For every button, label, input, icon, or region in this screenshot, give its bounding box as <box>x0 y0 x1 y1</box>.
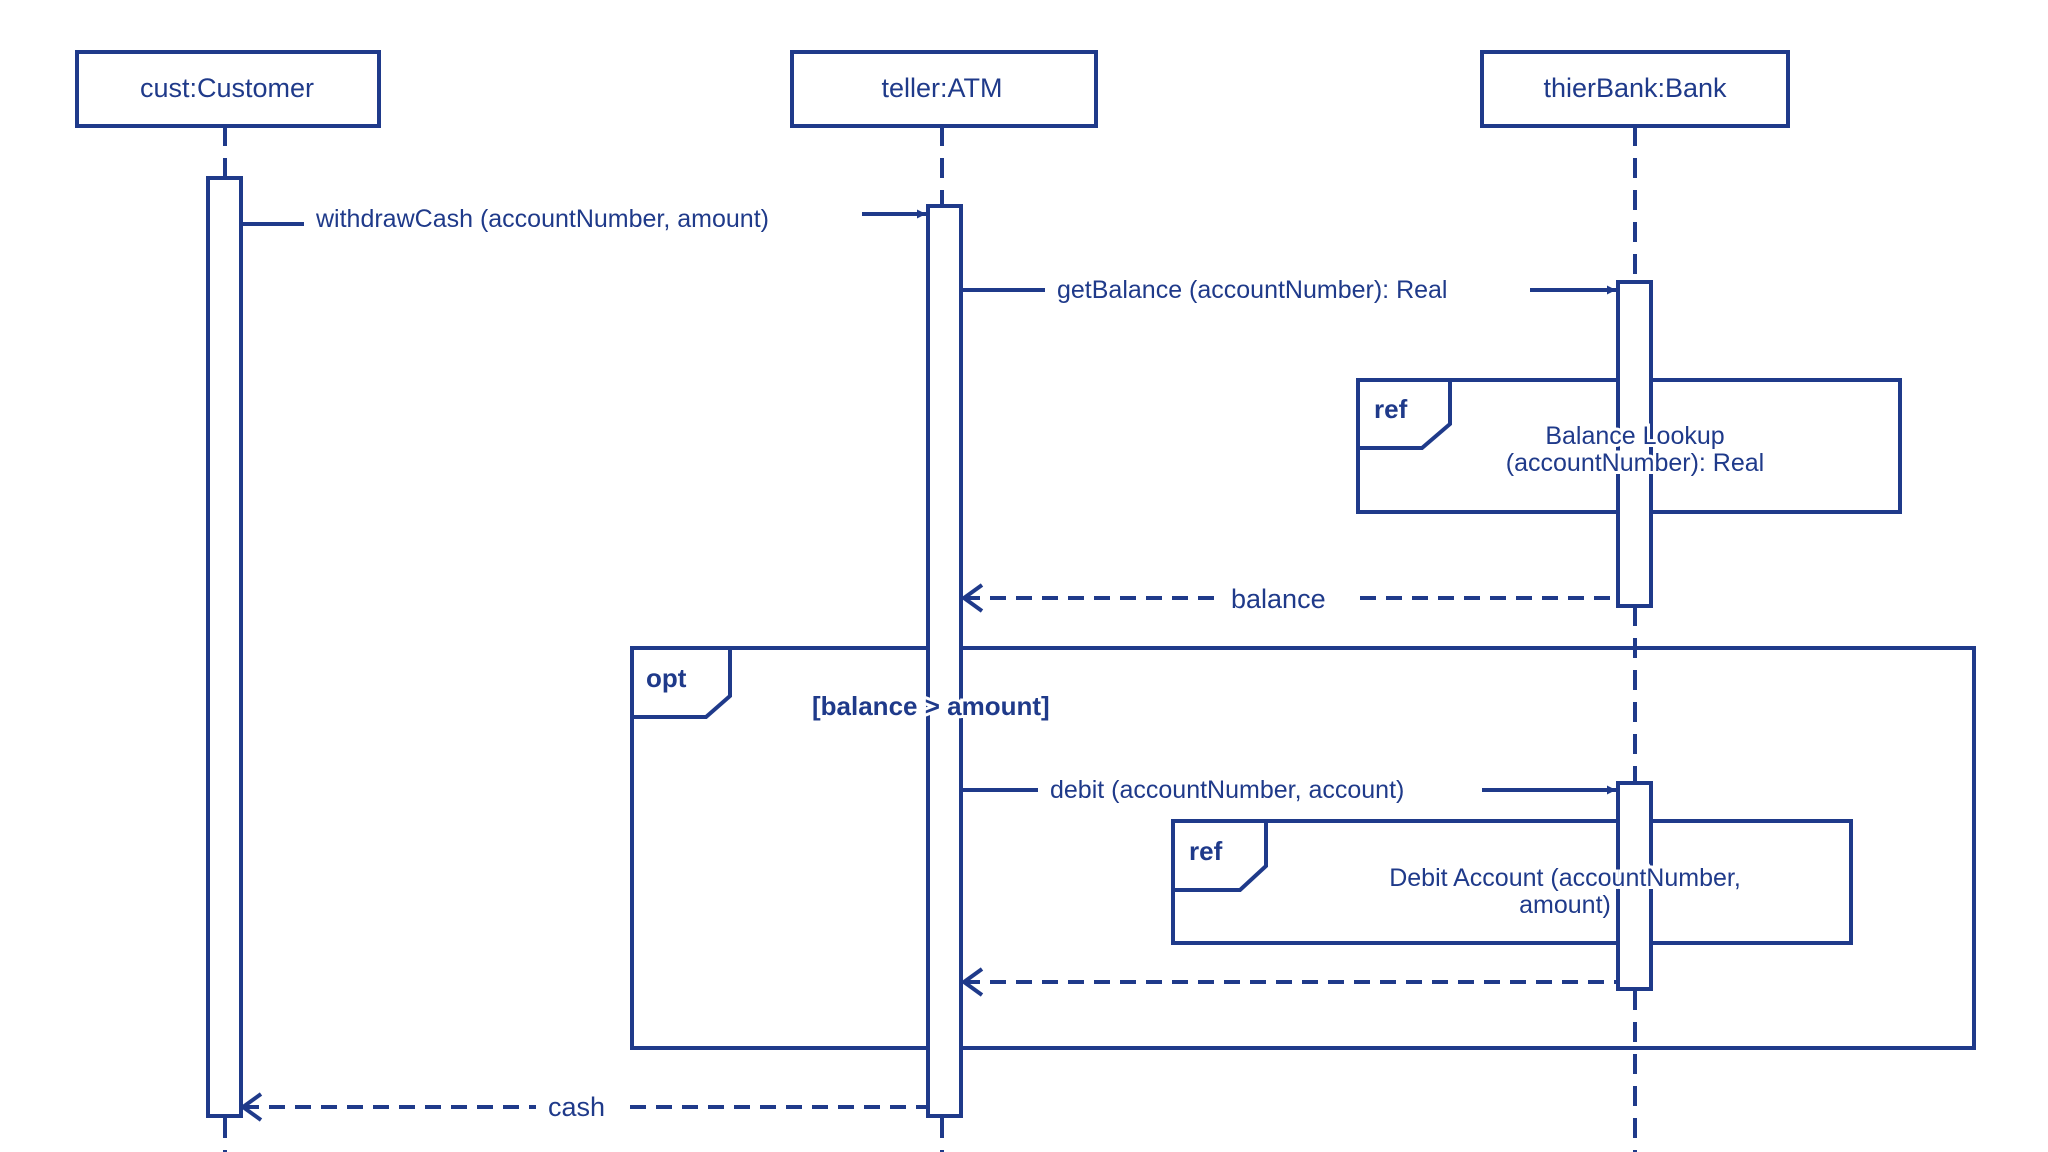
message-get-balance-label: getBalance (accountNumber): Real <box>1057 276 1447 304</box>
ref-balance-lookup-text-line1: Balance Lookup <box>1545 422 1724 450</box>
message-balance-return-label: balance <box>1231 584 1326 614</box>
ref-debit-account-tag: ref <box>1189 836 1223 866</box>
opt-tag-corner <box>632 648 732 719</box>
message-withdraw-cash <box>241 209 926 226</box>
ref-debit-account-text-line1: Debit Account (accountNumber, <box>1389 864 1741 892</box>
ref-balance-lookup-tag: ref <box>1374 394 1408 424</box>
activation-bank-debit <box>1616 781 1653 991</box>
message-debit-return <box>960 967 1618 997</box>
opt-guard: [balance > amount] <box>812 691 1050 721</box>
ref-debit-account-text-line2: amount) <box>1519 891 1611 919</box>
ref-debit-account-fragment <box>1171 819 1853 945</box>
message-balance-return-arrowhead <box>960 583 984 613</box>
lifeline-customer <box>75 50 381 128</box>
lifeline-bank-label: thierBank:Bank <box>1543 73 1727 103</box>
message-cash-return-arrowhead <box>239 1092 263 1122</box>
ref-balance-lookup-text-line2: (accountNumber): Real <box>1506 449 1764 477</box>
lifeline-customer-label: cust:Customer <box>140 73 314 103</box>
message-withdraw-cash-label: withdrawCash (accountNumber, amount) <box>315 205 769 233</box>
message-debit-return-arrowhead <box>960 967 984 997</box>
lifeline-atm-label: teller:ATM <box>881 73 1002 103</box>
ref-debit-account-tag-corner <box>1173 821 1268 892</box>
message-debit-label: debit (accountNumber, account) <box>1050 776 1404 804</box>
opt-fragment <box>630 646 1976 1050</box>
lifeline-customer-box <box>75 50 381 128</box>
message-cash-return <box>239 1092 928 1122</box>
activation-atm <box>926 204 963 1118</box>
ref-balance-lookup-tag-corner <box>1358 380 1452 450</box>
message-balance-return <box>960 583 1618 613</box>
opt-frame <box>630 646 1976 1050</box>
message-cash-return-label: cash <box>548 1092 605 1122</box>
activation-bank-balance <box>1616 280 1653 608</box>
opt-tag: opt <box>646 663 687 693</box>
ref-debit-account-frame <box>1171 819 1853 945</box>
activation-customer <box>206 176 243 1118</box>
